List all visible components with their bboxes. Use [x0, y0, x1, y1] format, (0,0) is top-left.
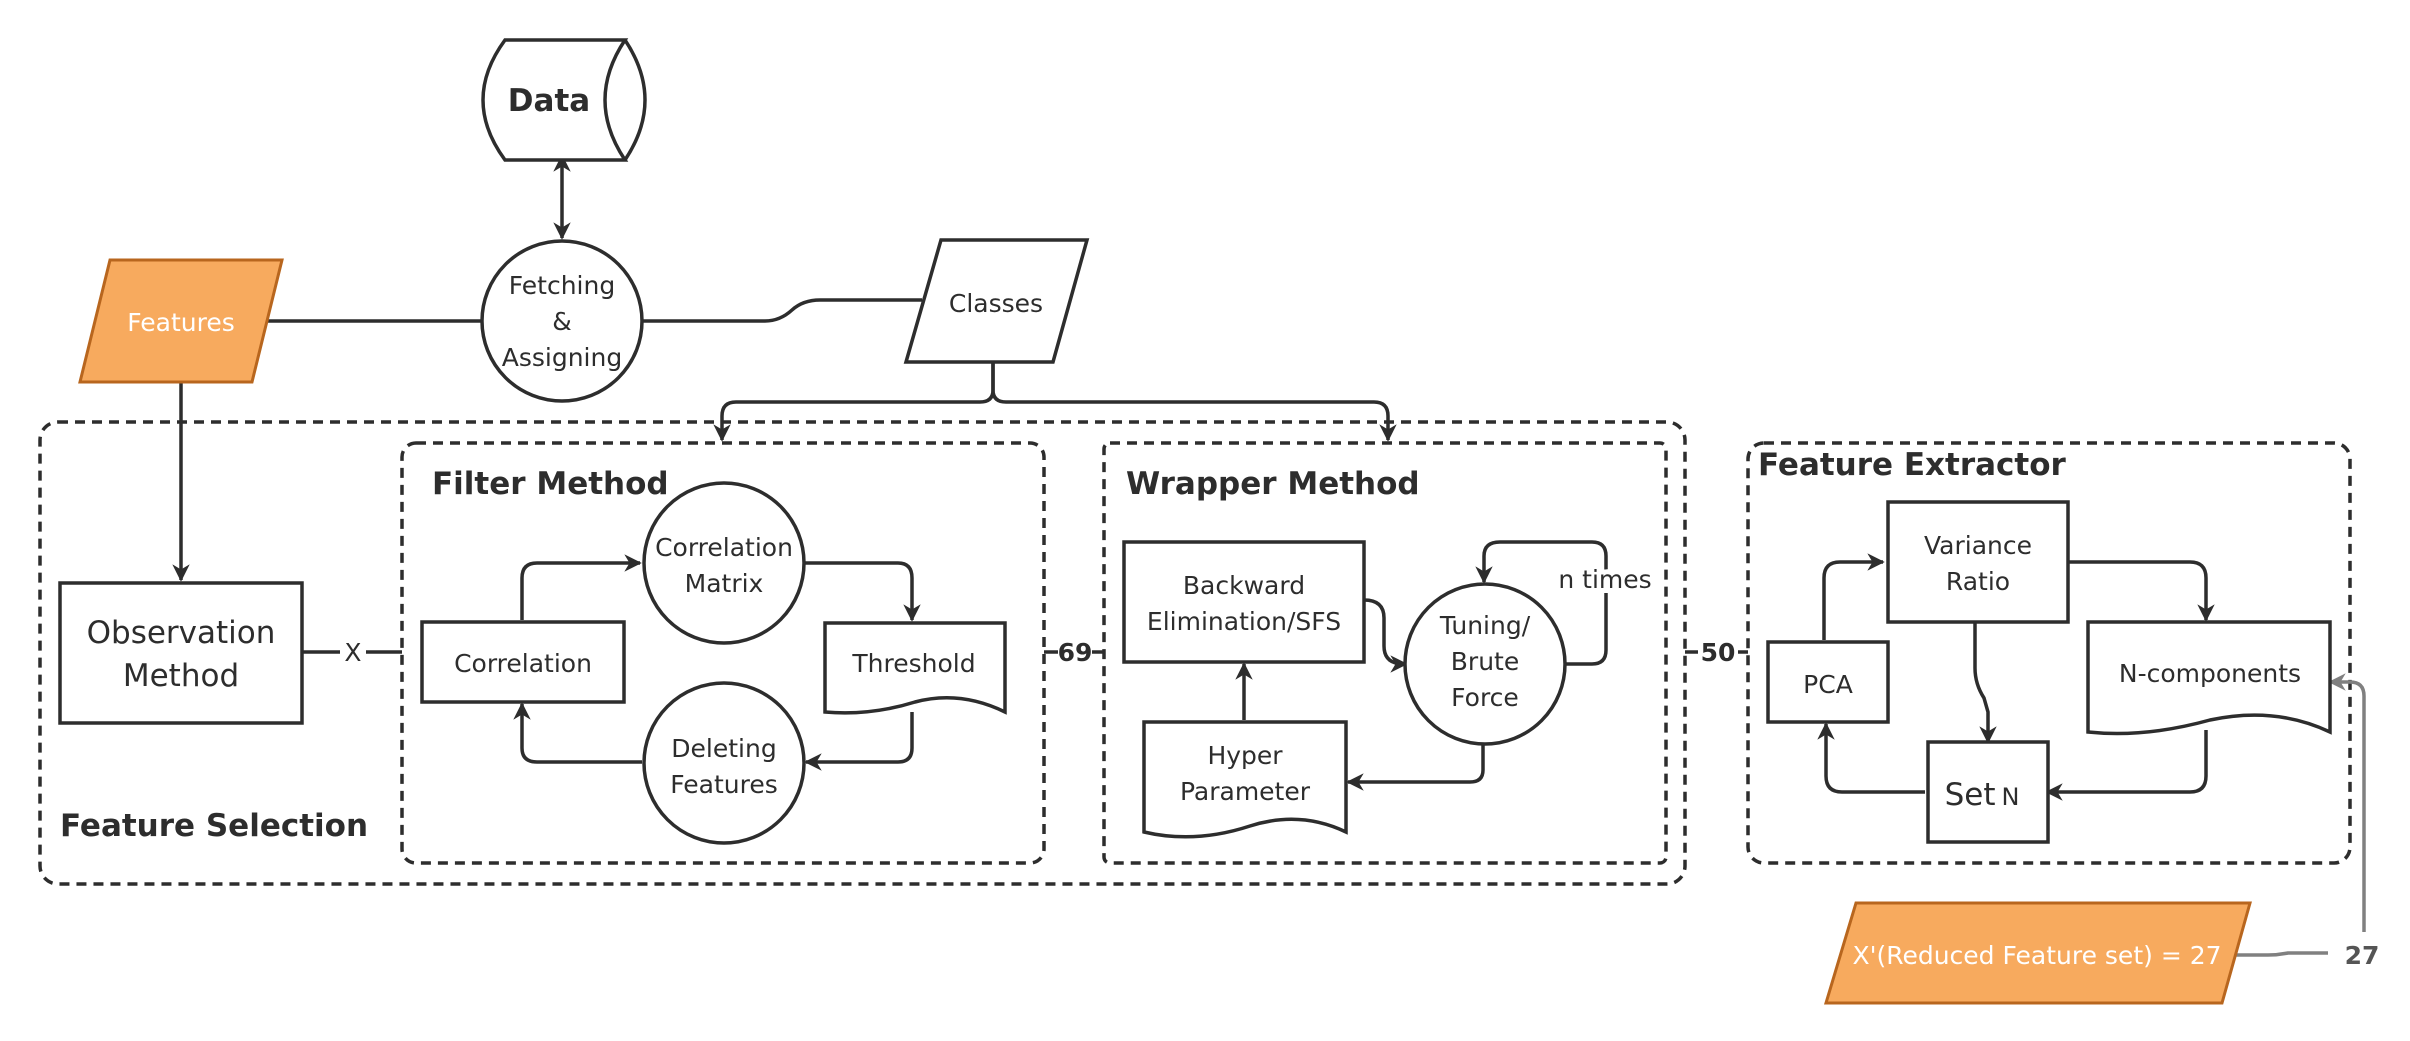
reduced-feature-set-node: X'(Reduced Feature set) = 27 — [1823, 901, 2252, 1005]
edge-variance-ncomponents — [2064, 560, 2215, 622]
observation-label-1: Observation — [87, 615, 276, 651]
pca-node: PCA — [1766, 640, 1890, 724]
observation-label-2: Method — [123, 658, 239, 694]
variance-label-1: Variance — [1924, 531, 2032, 560]
fetching-label-3: Assigning — [502, 343, 622, 372]
data-label: Data — [508, 83, 590, 119]
correlation-matrix-label-2: Matrix — [685, 569, 764, 598]
edge-classes-filter — [713, 362, 995, 442]
fetching-label-1: Fetching — [509, 271, 615, 300]
observation-method-node: Observation Method — [58, 581, 304, 725]
edge-correlation-matrix — [520, 554, 642, 620]
edge-fetching-classes — [642, 298, 922, 323]
wrapper-method-title: Wrapper Method — [1126, 466, 1420, 502]
n-times-label: n times — [1558, 565, 1651, 594]
feature-selection-title: Feature Selection — [60, 808, 368, 844]
pca-label: PCA — [1803, 670, 1853, 699]
hyper-parameter-node: Hyper Parameter — [1142, 720, 1348, 839]
tuning-brute-force-node: Tuning/ Brute Force — [1403, 582, 1567, 746]
deleting-label-2: Features — [670, 770, 778, 799]
features-node: Features — [78, 258, 284, 384]
edge-classes-wrapper — [991, 362, 1397, 442]
filter-method-group — [400, 441, 1046, 865]
tuning-label-1: Tuning/ — [1439, 611, 1531, 640]
label-69: 69 — [1058, 638, 1093, 667]
n-components-node: N-components — [2086, 620, 2332, 736]
deleting-label-1: Deleting — [671, 734, 776, 763]
feature-selection-group — [38, 420, 1687, 886]
edge-deleting-correlation — [513, 702, 642, 764]
backward-label-2: Elimination/SFS — [1147, 607, 1341, 636]
threshold-node: Threshold — [823, 621, 1007, 715]
set-n-sub: N — [2001, 783, 2019, 811]
edge-setn-pca — [1817, 722, 1925, 794]
correlation-matrix-node: Correlation Matrix — [642, 481, 806, 645]
label-50: 50 — [1701, 638, 1736, 667]
n-components-label: N-components — [2119, 659, 2301, 688]
variance-ratio-node: Variance Ratio — [1886, 500, 2070, 624]
correlation-matrix-label-1: Correlation — [655, 533, 793, 562]
tuning-label-3: Force — [1451, 683, 1519, 712]
tuning-label-2: Brute — [1451, 647, 1519, 676]
label-x: X — [344, 638, 361, 667]
edge-variance-setn — [1973, 622, 1997, 744]
feature-extractor-group — [1746, 441, 2352, 865]
variance-label-2: Ratio — [1946, 567, 2010, 596]
hyper-label-2: Parameter — [1180, 777, 1311, 806]
edge-ncomponents-setn — [2045, 730, 2208, 801]
fetching-label-2: & — [552, 307, 572, 336]
set-n-main: Set — [1945, 777, 1996, 813]
edge-threshold-deleting — [804, 712, 914, 771]
feature-extractor-title: Feature Extractor — [1758, 447, 2067, 483]
edge-tuning-hyper — [1346, 743, 1485, 791]
edge-matrix-threshold — [802, 561, 921, 622]
backward-elimination-node: Backward Elimination/SFS — [1122, 540, 1366, 664]
features-label: Features — [127, 308, 235, 337]
threshold-label: Threshold — [851, 649, 975, 678]
classes-node: Classes — [903, 238, 1090, 364]
edge-tuning-loop — [1475, 540, 1608, 666]
classes-label: Classes — [949, 289, 1043, 318]
edge-backward-tuning — [1363, 598, 1408, 673]
data-node: Data — [481, 38, 647, 162]
filter-method-title: Filter Method — [432, 466, 669, 502]
reduced-label: X'(Reduced Feature set) = 27 — [1852, 941, 2221, 970]
edge-27-ncomponents — [2328, 673, 2366, 932]
fetching-node: Fetching & Assigning — [480, 239, 644, 403]
hyper-label-1: Hyper — [1207, 741, 1283, 770]
correlation-label: Correlation — [454, 649, 592, 678]
correlation-node: Correlation — [420, 620, 626, 704]
backward-label-1: Backward — [1183, 571, 1305, 600]
edge-pca-variance — [1822, 553, 1885, 640]
label-27: 27 — [2345, 941, 2380, 970]
deleting-features-node: Deleting Features — [642, 681, 806, 845]
edge-reduced-27 — [2222, 951, 2328, 957]
